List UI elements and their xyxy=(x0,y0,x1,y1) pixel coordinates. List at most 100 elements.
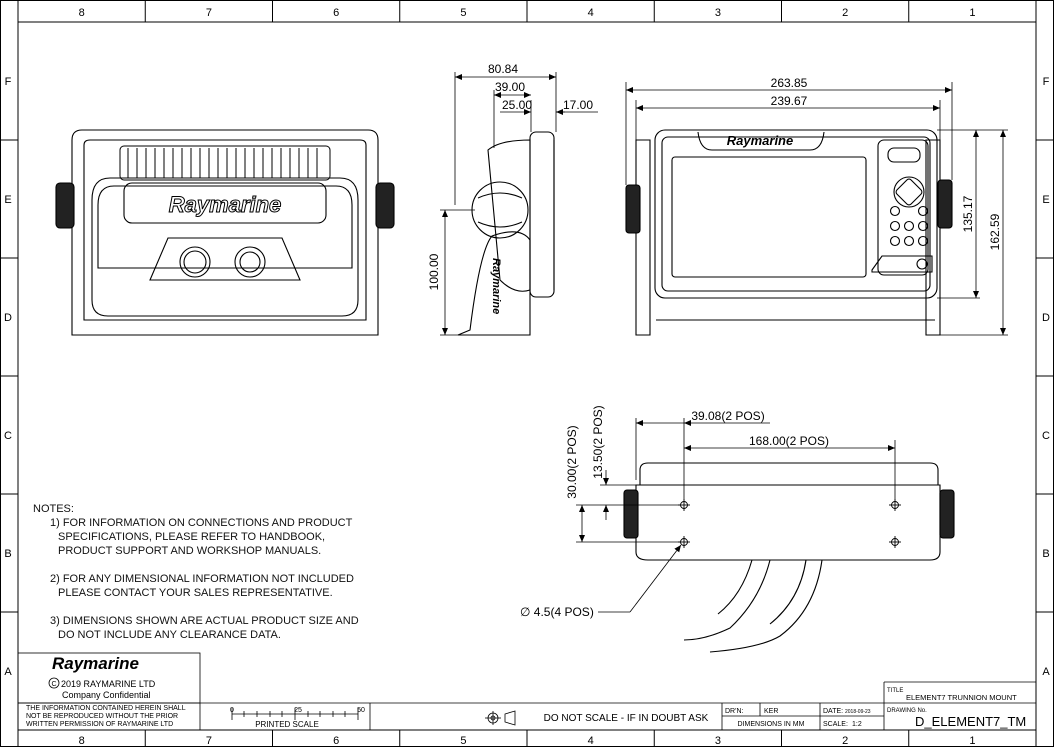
row-label-D-left: D xyxy=(4,312,12,324)
side-display-front xyxy=(529,131,555,298)
side-view xyxy=(457,131,555,336)
column-label-4-top: 4 xyxy=(588,7,594,19)
title-block xyxy=(17,652,1036,730)
drawing-no-label: DRAWING No. xyxy=(887,708,927,714)
row-label-E-right: E xyxy=(1042,194,1049,206)
confidential-text: Company Confidential xyxy=(62,690,151,700)
back-bracket-outline xyxy=(71,129,379,336)
dim-front-inner: 239.67 xyxy=(771,94,808,108)
bottom-stand-arm2 xyxy=(709,559,823,653)
scale-tick-50: 50 xyxy=(357,707,365,714)
side-knob xyxy=(471,181,529,239)
note-1-line-3: PRODUCT SUPPORT AND WORKSHOP MANUALS. xyxy=(58,545,322,557)
disclaimer-line-2: NOT BE REPRODUCED WITHOUT THE PRIOR xyxy=(26,713,178,720)
scale-value: 1:2 xyxy=(852,721,862,728)
back-logo-text: Raymarine xyxy=(169,192,282,217)
front-view xyxy=(625,129,953,336)
column-label-3-top: 3 xyxy=(715,7,721,19)
row-label-F-left: F xyxy=(5,76,12,88)
drn-value: KER xyxy=(764,708,778,715)
front-logo-band xyxy=(697,131,825,151)
side-stand-logo: Raymarine xyxy=(490,258,502,314)
back-bracket-inner xyxy=(83,139,367,321)
back-connector-panel xyxy=(149,237,301,281)
column-label-5-bottom: 5 xyxy=(460,735,466,747)
dim-side-a: 39.00 xyxy=(495,80,525,94)
back-ribs xyxy=(119,145,331,181)
dim-front-h1: 135.17 xyxy=(961,195,975,232)
front-logo-text: Raymarine xyxy=(727,133,793,148)
back-connector-left xyxy=(179,246,211,278)
title-value: ELEMENT7 TRUNNION MOUNT xyxy=(906,693,1017,702)
row-label-A-left: A xyxy=(4,666,12,678)
note-1-line-2: SPECIFICATIONS, PLEASE REFER TO HANDBOOK… xyxy=(58,531,326,543)
do-not-scale-text: DO NOT SCALE - IF IN DOUBT ASK xyxy=(544,713,709,724)
dimensions-in-mm: DIMENSIONS IN MM xyxy=(738,721,805,728)
bottom-mount-holes xyxy=(678,499,901,548)
dim-side-height: 100.00 xyxy=(427,253,441,290)
note-1-line-1: 1) FOR INFORMATION ON CONNECTIONS AND PR… xyxy=(50,517,353,529)
back-left-knob xyxy=(55,182,75,229)
column-label-6-top: 6 xyxy=(333,7,339,19)
column-dividers xyxy=(144,0,910,747)
bottom-bracket xyxy=(635,484,941,561)
column-label-7-bottom: 7 xyxy=(206,735,212,747)
drn-label: DR'N: xyxy=(725,708,744,715)
scale-tick-25: 25 xyxy=(294,707,302,714)
row-label-D-right: D xyxy=(1042,312,1050,324)
front-right-knob xyxy=(937,179,953,229)
dim-front-h2: 162.59 xyxy=(988,213,1002,250)
copyright-icon xyxy=(48,677,60,689)
back-view xyxy=(55,129,395,336)
column-label-1-top: 1 xyxy=(969,7,975,19)
date-label: DATE: xyxy=(823,708,843,715)
dim-bottom-v2: 13.50(2 POS) xyxy=(591,405,605,478)
front-display-body xyxy=(654,129,938,299)
dim-side-b: 25.00 xyxy=(502,98,532,112)
side-dimensions xyxy=(440,72,598,336)
dim-side-total: 80.84 xyxy=(488,62,518,76)
dim-bottom-span: 168.00(2 POS) xyxy=(749,434,829,448)
column-label-7-top: 7 xyxy=(206,7,212,19)
bottom-display-edge xyxy=(639,462,939,486)
title-label: TITLE xyxy=(887,688,903,694)
back-display-recess xyxy=(97,185,353,269)
row-label-C-left: C xyxy=(4,430,12,442)
column-label-8-bottom: 8 xyxy=(79,735,85,747)
copyright-glyph: C xyxy=(52,681,57,688)
front-power-area xyxy=(871,255,933,273)
bottom-dimensions xyxy=(576,418,896,613)
back-connector-right xyxy=(234,246,266,278)
drawing-no-value: D_ELEMENT7_TM xyxy=(915,714,1026,729)
notes-block: NOTES: 1) FOR INFORMATION ON CONNECTIONS… xyxy=(33,502,359,642)
row-label-C-right: C xyxy=(1042,430,1050,442)
column-label-1-bottom: 1 xyxy=(969,735,975,747)
column-label-3-bottom: 3 xyxy=(715,735,721,747)
dim-bottom-v1: 30.00(2 POS) xyxy=(565,425,579,498)
front-left-knob xyxy=(625,184,641,234)
notes-title: NOTES: xyxy=(33,503,74,515)
row-dividers xyxy=(0,139,1054,613)
bottom-right-knob xyxy=(939,489,955,539)
dim-bottom-hole: ∅ 4.5(4 POS) xyxy=(520,605,594,619)
row-label-F-right: F xyxy=(1043,76,1050,88)
column-label-2-top: 2 xyxy=(842,7,848,19)
date-value: 2018-09-23 xyxy=(845,709,871,715)
printed-scale-label: PRINTED SCALE xyxy=(255,720,319,729)
side-stand xyxy=(457,231,531,336)
back-display-body xyxy=(91,177,359,317)
note-3-line-2: DO NOT INCLUDE ANY CLEARANCE DATA. xyxy=(58,629,281,641)
column-label-2-bottom: 2 xyxy=(842,735,848,747)
back-logo-plate xyxy=(123,182,327,224)
row-label-B-left: B xyxy=(4,548,11,560)
scale-label: SCALE: xyxy=(823,721,848,728)
front-power-button xyxy=(916,258,928,270)
bottom-left-knob xyxy=(623,489,639,539)
column-label-5-top: 5 xyxy=(460,7,466,19)
dim-side-c: 17.00 xyxy=(563,98,593,112)
front-dimensions xyxy=(625,82,1008,336)
note-2-line-1: 2) FOR ANY DIMENSIONAL INFORMATION NOT I… xyxy=(50,573,354,585)
row-label-E-left: E xyxy=(4,194,11,206)
